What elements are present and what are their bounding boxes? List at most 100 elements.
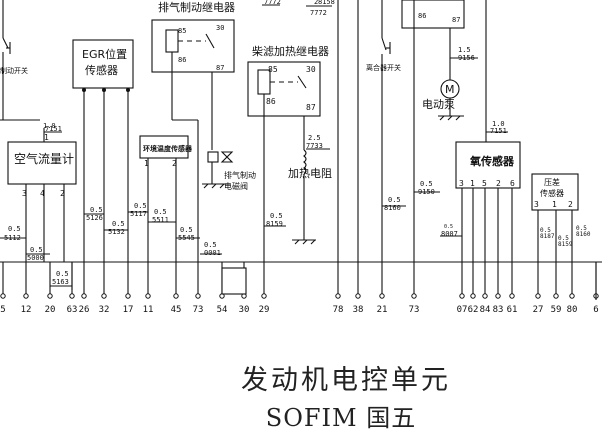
brake-switch-label: 制动开关	[0, 66, 28, 75]
wire-size: 0.5	[134, 202, 147, 210]
connector-pin	[47, 293, 53, 299]
egr-position-sensor: EGR位置 传感器 0.5 5126 0.5 5132 0.5 5117	[72, 39, 148, 262]
filter-heater-relay-label: 柴滤加热继电器	[252, 44, 329, 58]
pin-label: 6	[510, 179, 515, 188]
exhaust-brake-valve-label: 电磁阀	[224, 181, 248, 191]
connector-pin-label: 6	[593, 305, 598, 315]
relay-pin: 87	[306, 103, 316, 112]
connector-pin	[411, 293, 417, 299]
ambient-temp-label: 环境温度传感器	[143, 144, 193, 153]
heater-resistor-label: 加热电阻	[288, 167, 332, 180]
exhaust-brake-relay-label: 排气制动继电器	[158, 0, 235, 14]
top-wires: 2 8158 7772	[306, 0, 359, 262]
wire-size: 2	[314, 0, 318, 6]
air-flow-meter-label: 空气流量计	[14, 151, 74, 166]
wire-size: 0.5	[204, 241, 217, 249]
wire-code: 7151	[45, 125, 62, 133]
relay-pin: 30	[216, 24, 224, 32]
wire-code: 8158	[318, 0, 335, 6]
pressure-diff-sensor: 压差 传感器 3 1 2 0.5 8187 0.5 8159 0.5 8160	[531, 173, 597, 300]
filter-heater-relay: 7772 柴滤加热继电器 85 86 30 87 2.5 7733 加热电阻 0…	[247, 0, 332, 262]
relay-pin: 87	[216, 64, 224, 72]
wire-code: 5511	[152, 216, 169, 224]
connector-pin-label: 80	[567, 305, 578, 315]
pin-label: 3	[459, 179, 464, 188]
connector-pin-label: 26	[79, 305, 90, 315]
wire-code: 7772	[264, 0, 281, 6]
wire-code: 5126	[86, 214, 103, 222]
connector-pin	[459, 293, 465, 299]
brake-switch: 制动开关	[0, 0, 28, 120]
connector-pin-label: 11	[143, 305, 154, 315]
connector-pin	[509, 293, 515, 299]
pressure-sensor-label: 传感器	[540, 188, 564, 198]
wire-code: 9156	[458, 54, 475, 62]
relay-pin: 86	[266, 97, 276, 106]
wire-code: 5132	[108, 228, 125, 236]
connector-pin	[482, 293, 488, 299]
wire-code: 7733	[306, 142, 323, 150]
connector-pin-label: 59	[551, 305, 562, 315]
exhaust-brake-relay: 排气制动继电器 85 86 30 87	[151, 0, 235, 262]
electric-pump-label: 电动泵	[422, 98, 455, 111]
connector-pin	[569, 293, 575, 299]
connector-pin	[470, 293, 476, 299]
connector-pin-label: 78	[333, 305, 344, 315]
connector-pin-label: 07	[457, 305, 468, 315]
wire-code: 8159	[558, 241, 573, 248]
connector-pin-label: 83	[493, 305, 504, 315]
wire-size: 0.5	[270, 212, 283, 220]
pin-label: 1	[470, 179, 475, 188]
connector-pin	[0, 293, 6, 299]
wire-size: 0.5	[444, 224, 453, 230]
connector-pin-label: 27	[533, 305, 544, 315]
connector-pin	[379, 293, 385, 299]
connector-pin	[335, 293, 341, 299]
wire-size: 1.5	[458, 46, 471, 54]
connector-pin-label: 61	[507, 305, 518, 315]
relay-pin: 86	[178, 56, 186, 64]
wire-code: 5112	[4, 234, 21, 242]
ecu-title: 发动机电控单元	[241, 365, 451, 396]
exhaust-brake-valve: 排气制动 电磁阀 0.5 0001	[200, 151, 256, 257]
connector-pin-label: 73	[193, 305, 204, 315]
wire-size: 0.5	[8, 225, 21, 233]
connector-pin-label: 21	[377, 305, 388, 315]
ecu-subtitle: SOFIM 国五	[265, 404, 417, 432]
connector-pin-label: 73	[409, 305, 420, 315]
pin-label: 1	[44, 133, 49, 142]
wire-code: 8160	[384, 204, 401, 212]
oxygen-sensor: 1.0 7151 氧传感器 3 1 5 2 6 0.5 8007	[440, 0, 521, 262]
pin-label: 4	[40, 189, 45, 198]
connector-pin	[195, 293, 201, 299]
wire-code: 0001	[204, 249, 221, 257]
wire-size: 0.5	[388, 196, 401, 204]
pin-label: 2	[60, 189, 65, 198]
connector-pin-label: 30	[239, 305, 250, 315]
air-flow-meter: 1.0 7151 空气流量计 1 3 4 2 0.5 5112 0.5 5000…	[0, 119, 77, 290]
clutch-switch-label: 离合器开关	[366, 63, 401, 72]
connector-pin-label: 32	[99, 305, 110, 315]
pin-label: 3	[22, 189, 27, 198]
wire-size: 0.5	[420, 180, 433, 188]
wire-size: 2.5	[308, 134, 321, 142]
wire-size: 0.5	[540, 227, 551, 234]
connector-pin	[535, 293, 541, 299]
connector-pin	[553, 293, 559, 299]
ambient-temp-sensor: 环境温度传感器 1 2 0.5 5511 0.5 5545	[139, 135, 200, 262]
wire-code: 8007	[441, 230, 458, 238]
wire-code: 9150	[418, 188, 435, 196]
jumper-box	[221, 267, 247, 295]
connector-pin-label: 63	[67, 305, 78, 315]
wire-size: 1.0	[492, 120, 505, 128]
connector-pin-label: 20	[45, 305, 56, 315]
connector-pin	[261, 293, 267, 299]
connector-pin	[173, 293, 179, 299]
connector-pin-label: 45	[171, 305, 182, 315]
wire-size: 0.5	[112, 220, 125, 228]
pin-label: 1	[144, 159, 149, 168]
wire-size: 0.5	[558, 235, 569, 242]
connector-pin-label: 5	[0, 305, 5, 315]
